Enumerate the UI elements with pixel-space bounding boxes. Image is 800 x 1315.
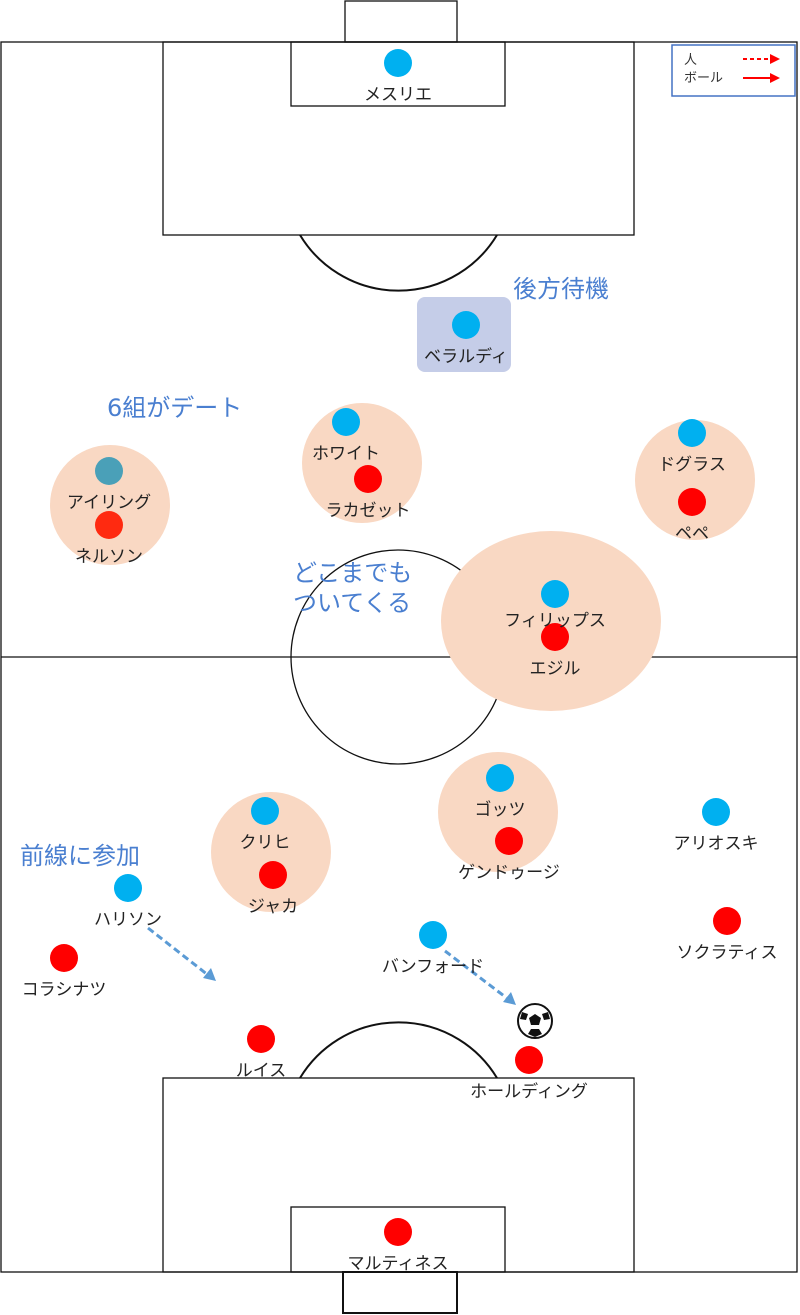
red-player-marker: [354, 465, 382, 493]
red-player-marker: [515, 1046, 543, 1074]
player-name: ゲンドゥージ: [458, 863, 560, 883]
player-name: エジル: [530, 659, 581, 679]
blue-player-marker: [678, 419, 706, 447]
player-name: アイリング: [67, 493, 151, 513]
player-name: アリオスキ: [674, 834, 759, 854]
zone-airing-nelson: [50, 445, 170, 565]
legend-ball: ボール: [684, 71, 723, 86]
player-name: バンフォード: [382, 957, 484, 977]
zone-douglas-pepe: [635, 420, 755, 540]
blue-player-marker: [384, 49, 412, 77]
player-name: ドグラス: [658, 455, 726, 475]
player-name: クリヒ: [240, 833, 291, 853]
player-name: ネルソン: [75, 547, 143, 567]
note-wait-back: 後方待機: [513, 275, 609, 303]
red-player-marker: [541, 623, 569, 651]
player-markers: [50, 49, 741, 1246]
player-name: ホールディング: [470, 1081, 588, 1102]
red-player-marker: [678, 488, 706, 516]
player-name: ハリソン: [94, 910, 162, 930]
player-name: ジャカ: [248, 897, 298, 917]
red-player-marker: [95, 511, 123, 539]
arrow-head: [203, 968, 216, 981]
zone-gotts-guendouzi: [438, 752, 558, 872]
red-player-marker: [713, 907, 741, 935]
blue-player-marker: [541, 580, 569, 608]
run-arrows: [147, 926, 509, 1001]
note-follow-1: どこまでも: [293, 559, 412, 587]
player-name: マルティネス: [348, 1254, 449, 1274]
blue-player-marker: [114, 874, 142, 902]
blue-player-marker: [702, 798, 730, 826]
player-name: フィリップス: [504, 611, 606, 631]
legend: 人 ボール: [671, 44, 796, 97]
note-follow-2: ついてくる: [293, 589, 411, 617]
ball-icon: [517, 1003, 553, 1039]
red-player-marker: [247, 1025, 275, 1053]
blue-player-marker: [419, 921, 447, 949]
marking-zones: [50, 403, 755, 912]
player-name: メスリエ: [364, 85, 432, 105]
player-name: ゴッツ: [475, 799, 526, 820]
legend-person: 人: [684, 53, 697, 68]
blue-player-marker: [332, 408, 360, 436]
blue-player-marker: [452, 311, 480, 339]
player-name: ルイス: [236, 1061, 287, 1081]
blue-player-marker: [486, 764, 514, 792]
player-name: ホワイト: [312, 444, 380, 464]
zone-phillips-ozil: [441, 531, 661, 711]
red-player-marker: [50, 944, 78, 972]
zone-klich-xhaka: [211, 792, 331, 912]
player-name: ペペ: [675, 524, 709, 544]
blue-player-marker: [95, 457, 123, 485]
red-player-marker: [495, 827, 523, 855]
zone-white-lacazette: [302, 403, 422, 523]
red-player-marker: [384, 1218, 412, 1246]
player-name: ラカゼット: [326, 501, 411, 521]
red-player-marker: [259, 861, 287, 889]
note-join-attack: 前線に参加: [20, 842, 140, 870]
player-name: コラシナツ: [22, 980, 107, 1000]
annotations: 後方待機 6組がデート どこまでも ついてくる 前線に参加: [20, 275, 609, 870]
player-name: ベラルディ: [424, 346, 508, 367]
note-six-pairs: 6組がデート: [107, 394, 242, 422]
blue-player-marker: [251, 797, 279, 825]
arrow-head: [503, 992, 516, 1005]
player-name: ソクラティス: [677, 943, 778, 963]
